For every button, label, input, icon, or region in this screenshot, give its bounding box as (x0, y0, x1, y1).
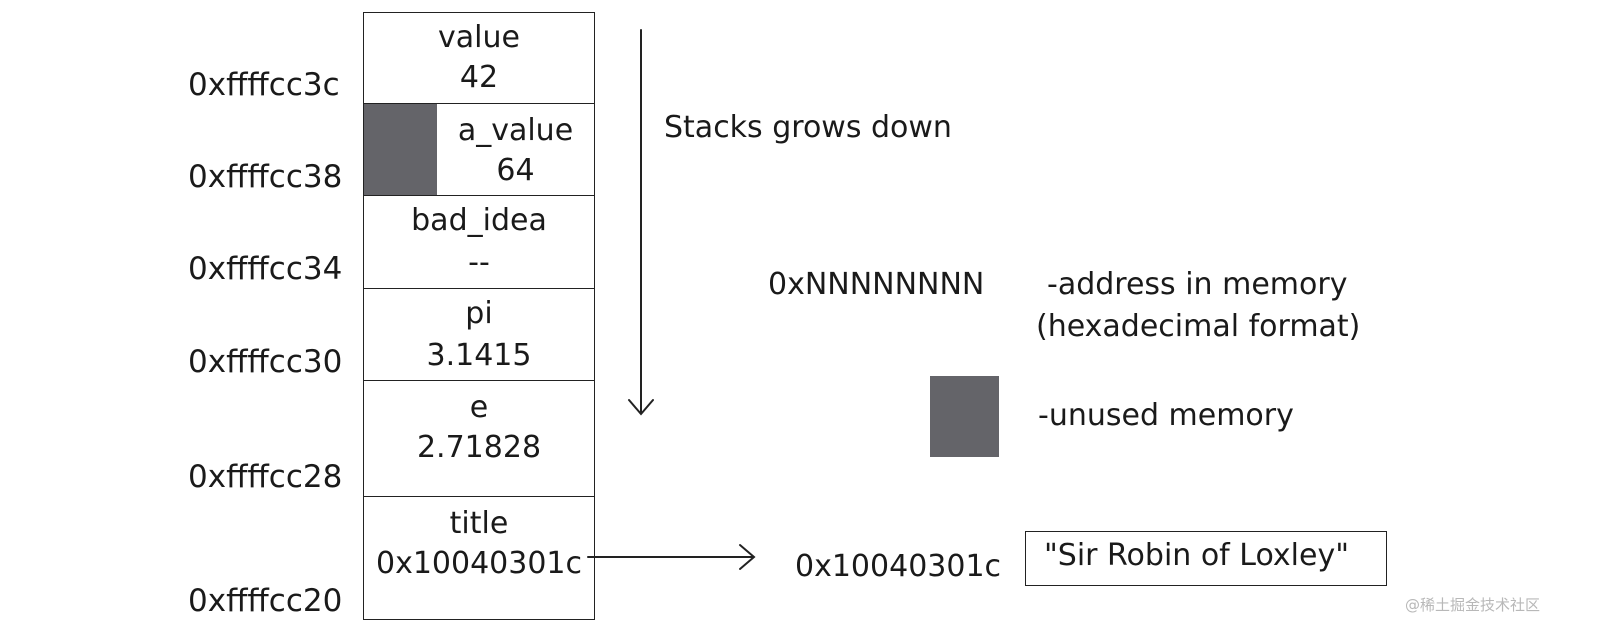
pointer-arrow (587, 544, 756, 570)
stack-cell-bad-idea: bad_idea -- (363, 195, 595, 289)
watermark: @稀土掘金技术社区 (1405, 596, 1541, 614)
address-label: 0xffffcc28 (188, 459, 343, 495)
legend-unused-swatch (930, 376, 999, 457)
legend-address-sample: 0xNNNNNNNN (768, 267, 985, 302)
cell-name-pi: pi (465, 296, 493, 331)
legend-unused-description: -unused memory (1038, 398, 1294, 433)
string-literal: "Sir Robin of Loxley" (1044, 538, 1349, 573)
stack-direction-label: Stacks grows down (664, 110, 952, 145)
cell-value-e: 2.71828 (416, 430, 542, 465)
cell-value-value: 42 (459, 60, 499, 95)
address-label: 0xffffcc3c (188, 67, 340, 103)
cell-value-bad-idea: -- (468, 245, 490, 280)
cell-name-title: title (449, 506, 509, 541)
address-label: 0xffffcc30 (188, 344, 343, 380)
stack-cell-title: title 0x10040301c (363, 496, 595, 620)
cell-name-value: value (438, 20, 520, 55)
address-label: 0xffffcc34 (188, 251, 343, 287)
legend-address-format: (hexadecimal format) (1036, 309, 1361, 344)
address-label: 0xffffcc38 (188, 159, 343, 195)
unused-memory-block (364, 104, 437, 195)
stack-direction-arrow (628, 29, 654, 416)
legend-address-description: -address in memory (1047, 267, 1348, 302)
stack-cell-a-value: a_value 64 (363, 103, 595, 196)
address-label: 0xffffcc20 (188, 583, 343, 619)
string-literal-box (1025, 531, 1387, 586)
pointer-target-address: 0x10040301c (795, 549, 1002, 584)
cell-value-pi: 3.1415 (426, 338, 532, 373)
cell-value-title: 0x10040301c (375, 546, 583, 581)
cell-name-a-value: a_value (457, 113, 574, 148)
stack-cell-e: e 2.71828 (363, 380, 595, 497)
cell-name-bad-idea: bad_idea (411, 203, 547, 238)
cell-name-e: e (469, 390, 489, 425)
cell-value-a-value: 64 (496, 153, 535, 188)
